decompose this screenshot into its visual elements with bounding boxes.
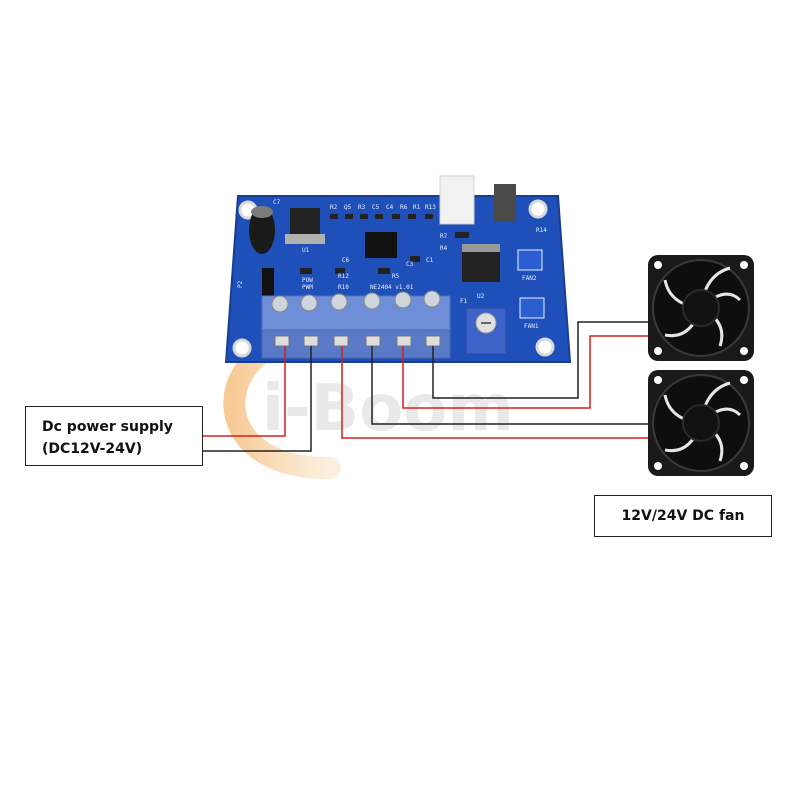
power-wire-red bbox=[203, 346, 286, 437]
fan2-pads bbox=[517, 249, 543, 271]
silk-r7: R7 bbox=[440, 233, 448, 240]
silk-fan1: FAN1 bbox=[524, 323, 539, 330]
mounting-hole bbox=[232, 338, 252, 358]
silk-pwm: PWM bbox=[302, 284, 313, 291]
silk-c3: C3 bbox=[406, 261, 414, 268]
silk-r10: R10 bbox=[338, 284, 349, 291]
controller-board: C7 R2 Q5 R3 C5 C4 R6 R1 R13 U1 C6 C3 C1 … bbox=[224, 175, 572, 363]
silk-u1: U1 bbox=[302, 247, 310, 254]
watermark-text: i-Boom bbox=[262, 372, 514, 446]
silk-r13: R13 bbox=[425, 204, 436, 211]
silk-c1: C1 bbox=[426, 257, 434, 264]
fan1-pads bbox=[519, 297, 545, 319]
capacitor bbox=[249, 206, 275, 254]
mounting-hole bbox=[528, 199, 548, 219]
silk-q5: Q5 bbox=[344, 204, 352, 211]
silk-pow: POW bbox=[302, 277, 313, 284]
silk-u2: U2 bbox=[477, 293, 485, 300]
silk-r14: R14 bbox=[536, 227, 547, 234]
power-supply-label: Dc power supply (DC12V-24V) bbox=[25, 406, 203, 466]
wires bbox=[203, 321, 648, 452]
silk-c6: C6 bbox=[342, 257, 350, 264]
silk-r12: R12 bbox=[338, 273, 349, 280]
fan-1 bbox=[648, 255, 754, 361]
fan2-wire-red bbox=[341, 346, 648, 439]
fan2-wire-black bbox=[371, 346, 648, 425]
pin-header bbox=[262, 268, 274, 302]
ic-chip bbox=[365, 232, 397, 258]
power-wire-black bbox=[203, 346, 312, 452]
silk-r5: R5 bbox=[392, 273, 400, 280]
silk-r6: R6 bbox=[400, 204, 408, 211]
fan-label-text: 12V/24V DC fan bbox=[621, 508, 745, 524]
silk-c7: C7 bbox=[273, 199, 281, 206]
regulator bbox=[290, 208, 320, 234]
silk-r1: R1 bbox=[413, 204, 421, 211]
silk-p2: P2 bbox=[237, 280, 244, 288]
silk-r3: R3 bbox=[358, 204, 366, 211]
silk-f1: F1 bbox=[460, 298, 468, 305]
fan-2 bbox=[648, 370, 754, 476]
fan1-wire-red bbox=[402, 335, 648, 409]
power-supply-title: Dc power supply bbox=[42, 419, 173, 435]
power-supply-voltage: (DC12V-24V) bbox=[42, 441, 143, 457]
switch bbox=[494, 184, 516, 222]
silk-model: NE2404 v1.01 bbox=[370, 284, 414, 291]
silk-c4: C4 bbox=[386, 204, 394, 211]
watermark: i-Boom bbox=[223, 323, 514, 480]
silk-c5: C5 bbox=[372, 204, 380, 211]
mosfet bbox=[462, 250, 500, 282]
sensor-connector bbox=[439, 175, 475, 225]
terminal-block bbox=[261, 290, 451, 359]
silk-r2: R2 bbox=[330, 204, 338, 211]
fan-label: 12V/24V DC fan bbox=[594, 495, 772, 537]
silk-r4: R4 bbox=[440, 245, 448, 252]
mounting-hole bbox=[535, 337, 555, 357]
silk-fan2: FAN2 bbox=[522, 275, 537, 282]
fan1-wire-black bbox=[432, 321, 648, 399]
